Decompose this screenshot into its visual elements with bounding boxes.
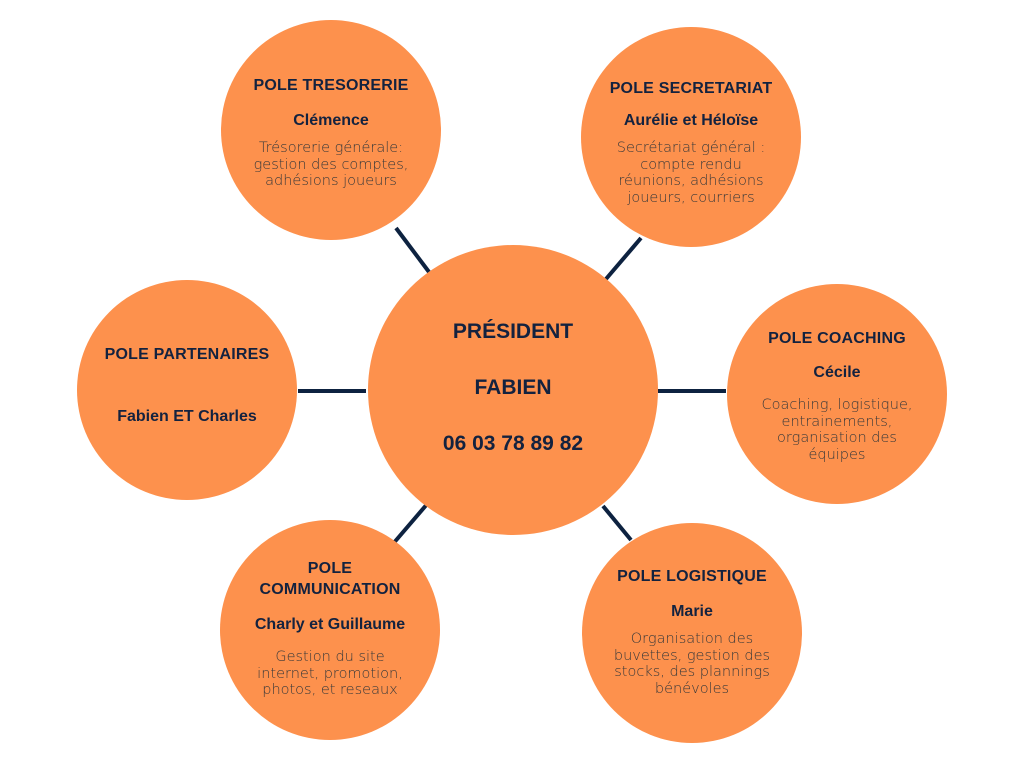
connector-secretariat bbox=[604, 236, 643, 281]
pole-members: Cécile bbox=[813, 364, 861, 381]
pole-secretariat-node: POLE SECRETARIAT Aurélie et Héloïse Secr… bbox=[581, 27, 801, 247]
president-phone: 06 03 78 89 82 bbox=[442, 432, 584, 455]
pole-logistique-node: POLE LOGISTIQUE Marie Organisation des b… bbox=[582, 523, 802, 743]
pole-title: POLE LOGISTIQUE bbox=[617, 568, 767, 585]
pole-members: Fabien ET Charles bbox=[117, 408, 257, 425]
pole-coaching-node: POLE COACHING Cécile Coaching, logistiqu… bbox=[727, 284, 947, 504]
president-name: FABIEN bbox=[474, 376, 552, 399]
pole-description: Gestion du site internet, promotion, pho… bbox=[257, 649, 403, 698]
pole-description: Secrétariat général : compte rendu réuni… bbox=[616, 140, 766, 206]
pole-members: Aurélie et Héloïse bbox=[623, 112, 759, 129]
pole-members: Clémence bbox=[293, 112, 369, 129]
pole-partenaires-node: POLE PARTENAIRES Fabien ET Charles bbox=[77, 280, 297, 500]
president-node: PRÉSIDENT FABIEN 06 03 78 89 82 bbox=[368, 245, 658, 535]
connector-logistique bbox=[601, 504, 633, 542]
pole-description: Coaching, logistique, entrainements, org… bbox=[761, 397, 913, 463]
connector-tresorerie bbox=[394, 226, 431, 274]
pole-description: Organisation des buvettes, gestion des s… bbox=[613, 631, 771, 697]
pole-title: POLE COMMUNICATION bbox=[259, 560, 401, 598]
pole-description: Trésorerie générale: gestion des comptes… bbox=[253, 140, 409, 189]
pole-title: POLE TRESORERIE bbox=[253, 77, 409, 94]
pole-tresorerie-node: POLE TRESORERIE Clémence Trésorerie géné… bbox=[221, 20, 441, 240]
pole-members: Charly et Guillaume bbox=[254, 616, 406, 633]
pole-title: POLE COACHING bbox=[768, 330, 906, 347]
pole-communication-node: POLE COMMUNICATION Charly et Guillaume G… bbox=[220, 520, 440, 740]
pole-title: POLE SECRETARIAT bbox=[609, 80, 773, 97]
president-title: PRÉSIDENT bbox=[452, 320, 574, 343]
connector-communication bbox=[390, 501, 430, 547]
pole-title: POLE PARTENAIRES bbox=[104, 346, 270, 363]
pole-members: Marie bbox=[671, 603, 713, 620]
